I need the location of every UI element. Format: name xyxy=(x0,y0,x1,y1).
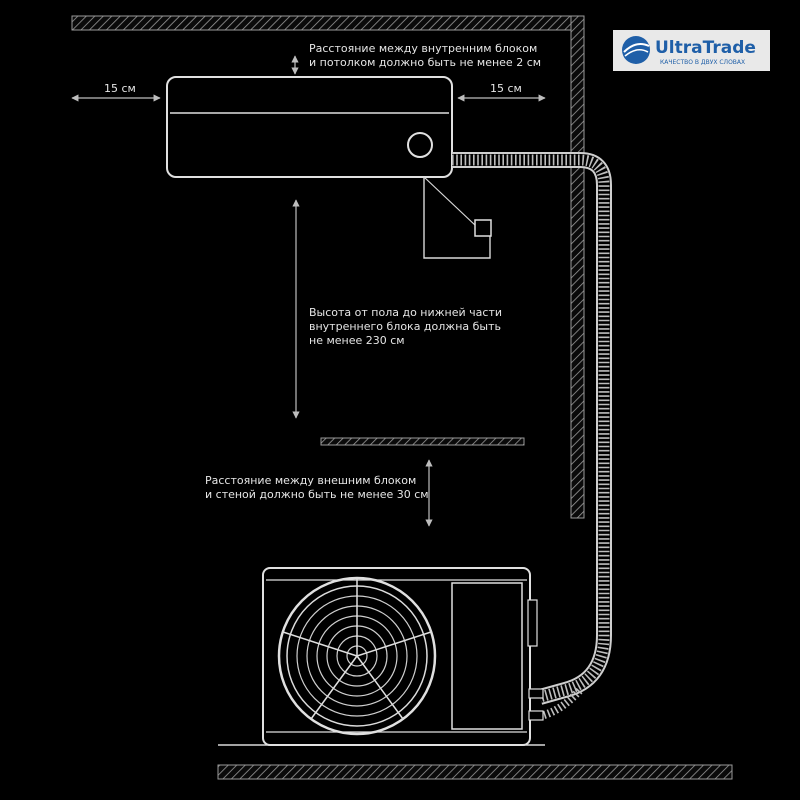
right-wall xyxy=(570,15,585,519)
ceiling xyxy=(71,15,585,31)
outdoor-gap-label-line2: и стеной должно быть не менее 30 см xyxy=(205,488,429,501)
outdoor-bracket-plate xyxy=(320,437,525,446)
outdoor-unit xyxy=(262,567,544,746)
power-cable-outline xyxy=(423,177,491,259)
power-socket xyxy=(423,176,492,259)
indoor-unit-display-icon xyxy=(407,132,433,158)
fan-icon xyxy=(277,576,437,736)
logo-subtitle: КАЧЕСТВО В ДВУХ СЛОВАХ xyxy=(660,59,745,66)
ground-slab xyxy=(217,764,733,780)
indoor-unit xyxy=(166,76,453,178)
floor-height-label-line3: не менее 230 см xyxy=(309,334,405,347)
logo-globe-icon xyxy=(622,36,650,64)
ceiling-gap-label-line2: и потолком должно быть не менее 2 см xyxy=(309,56,541,69)
labels: Расстояние между внутренним блоком и пот… xyxy=(104,42,541,501)
outdoor-gap-label-line1: Расстояние между внешним блоком xyxy=(205,474,416,487)
power-cable-diagonal xyxy=(423,176,477,227)
wall-structure xyxy=(71,15,733,780)
pipe-texture xyxy=(452,154,610,703)
socket-icon xyxy=(474,219,492,237)
left-gap-label: 15 см xyxy=(104,82,136,95)
outdoor-side-panel xyxy=(451,582,523,730)
ceiling-gap-label-line1: Расстояние между внутренним блоком xyxy=(309,42,537,55)
floor-height-label-line2: внутреннего блока должна быть xyxy=(309,320,501,333)
logo-title: UltraTrade xyxy=(655,38,756,58)
right-gap-label: 15 см xyxy=(490,82,522,95)
dimension-arrows xyxy=(71,55,546,527)
ultratrade-logo: UltraTrade КАЧЕСТВО В ДВУХ СЛОВАХ xyxy=(613,30,770,71)
floor-height-label-line1: Высота от пола до нижней части xyxy=(309,306,502,319)
outdoor-valve-cover xyxy=(527,599,538,647)
pipe-valves xyxy=(528,688,544,721)
pipe-branch-lower xyxy=(539,687,583,720)
indoor-unit-body xyxy=(166,76,453,178)
refrigerant-pipe xyxy=(452,152,612,720)
